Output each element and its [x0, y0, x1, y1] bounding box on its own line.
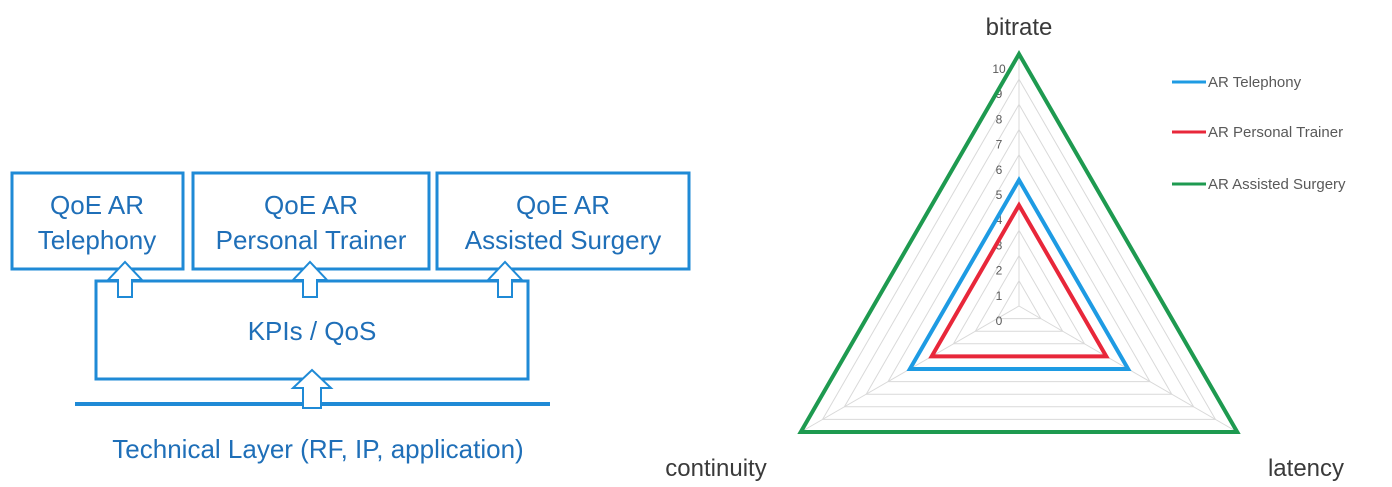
qoe-layer-diagram: KPIs / QoS QoE AR Telephony QoE AR Perso…: [10, 171, 691, 464]
qoe-box-assisted-surgery: [435, 171, 691, 271]
qoe-box-telephony: [10, 171, 185, 271]
tick-label: 0: [996, 314, 1003, 328]
up-arrow-icon: [290, 260, 330, 298]
series-ar-telephony: [906, 175, 1132, 371]
qoe-box-personal-trainer-line2: Personal Trainer: [216, 225, 407, 255]
tick-label: 2: [996, 264, 1003, 278]
axis-label-bitrate: bitrate: [986, 14, 1053, 41]
legend-label-ar-personal-trainer: AR Personal Trainer: [1208, 124, 1343, 141]
grid-ring: [887, 153, 1151, 383]
tick-label: 5: [996, 188, 1003, 202]
legend-label-ar-telephony: AR Telephony: [1208, 74, 1302, 91]
axis-label-latency: latency: [1268, 455, 1344, 482]
series-ar-assisted-surgery: [797, 50, 1241, 434]
tick-label: 10: [992, 62, 1006, 76]
qoe-box-telephony-line1: QoE AR: [50, 190, 144, 220]
grid-ring: [843, 103, 1195, 408]
up-arrow-icon: [485, 260, 525, 298]
grid-ring: [996, 279, 1042, 320]
tick-label: 6: [996, 163, 1003, 177]
radar-grid: [799, 53, 1239, 433]
radar-series: [797, 50, 1241, 434]
qoe-box-personal-trainer-line1: QoE AR: [264, 190, 358, 220]
series-ar-personal-trainer: [928, 201, 1110, 359]
up-arrow-icon: [290, 368, 334, 409]
axis-label-continuity: continuity: [665, 455, 766, 482]
qoe-box-personal-trainer: [191, 171, 431, 271]
tick-label: 7: [996, 138, 1003, 152]
grid-ring: [865, 128, 1173, 395]
tick-label: 3: [996, 238, 1003, 252]
technical-layer-label: Technical Layer (RF, IP, application): [112, 434, 523, 464]
tick-label: 9: [996, 87, 1003, 101]
grid-ring: [974, 254, 1064, 332]
qoe-box-telephony-line2: Telephony: [38, 225, 157, 255]
grid-ring: [821, 78, 1217, 420]
tick-label: 1: [996, 289, 1003, 303]
up-arrow-icon: [105, 260, 145, 298]
tick-label: 4: [996, 213, 1003, 227]
legend-label-ar-assisted-surgery: AR Assisted Surgery: [1208, 176, 1346, 193]
tick-label: 8: [996, 112, 1003, 126]
legend: AR Telephony AR Personal Trainer AR Assi…: [1172, 74, 1346, 193]
qoe-box-assisted-surgery-line2: Assisted Surgery: [465, 225, 662, 255]
radar-chart: 0 1 2 3 4 5 6 7 8 9 10 bitrate latency continuity: [665, 14, 1344, 482]
grid-ring: [952, 229, 1086, 345]
radar-tick-labels: 0 1 2 3 4 5 6 7 8 9 10: [992, 62, 1006, 328]
kpi-qos-label: KPIs / QoS: [248, 316, 377, 346]
qoe-box-assisted-surgery-line1: QoE AR: [516, 190, 610, 220]
